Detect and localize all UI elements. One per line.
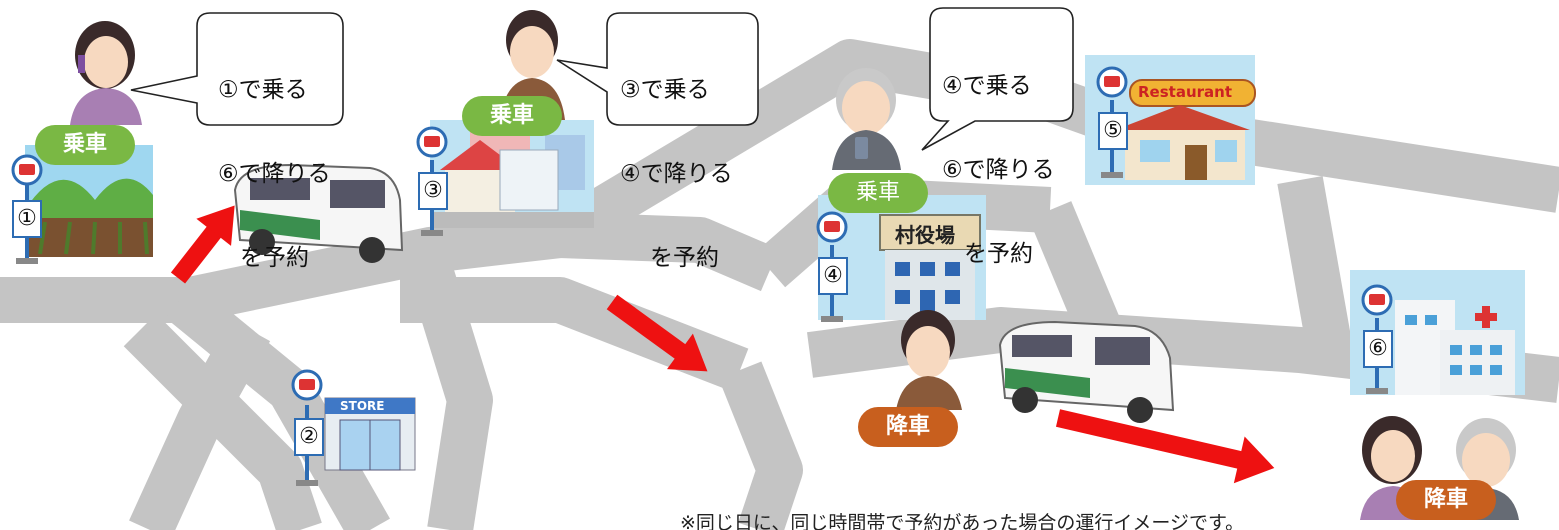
board-label-1: 乗車 — [35, 125, 135, 165]
arrow-right-bottom — [1055, 409, 1275, 484]
bubble-1 — [130, 12, 344, 126]
alight-label-2: 降車 — [1396, 480, 1496, 520]
stop-number-4: ④ — [818, 257, 848, 295]
road-left-lower — [123, 313, 322, 530]
bubble-1-text: ①で乗る ⑥で降りる を予約 — [218, 20, 331, 300]
bubble-3-line-1: ④で乗る — [942, 73, 1032, 99]
bubble-3 — [921, 7, 1074, 151]
person-3-elder-phone — [832, 68, 901, 170]
bus-1 — [233, 163, 404, 263]
stop-number-1: ① — [12, 200, 42, 238]
arrow-down-right-center — [606, 294, 708, 372]
arrow-up-right — [170, 205, 235, 284]
direction-arrows — [170, 205, 1275, 484]
road-hex-down — [718, 361, 803, 530]
bubble-1-line-3: を予約 — [240, 245, 309, 271]
bubble-3-line-2: ⑥で降りる — [942, 157, 1055, 183]
bubble-3-text: ④で乗る ⑥で降りる を予約 — [942, 16, 1055, 296]
bubble-2-text: ③で乗る ④で降りる を予約 — [620, 20, 733, 300]
footnote: ※同じ日に、同じ時間帯で予約があった場合の運行イメージです。 — [680, 512, 1245, 530]
stop-number-5: ⑤ — [1098, 112, 1128, 150]
road-right-mid — [1028, 201, 1122, 339]
bubble-3-line-3: を予約 — [964, 241, 1033, 267]
person-4-man-phone — [896, 310, 962, 410]
town-scene — [430, 120, 594, 228]
bubble-2-line-2: ④で降りる — [620, 161, 733, 187]
bubble-1-line-1: ①で乗る — [218, 77, 308, 103]
bubble-2-line-1: ③で乗る — [620, 77, 710, 103]
diagonal-road-left — [165, 282, 390, 530]
road-right-vertical — [1277, 176, 1353, 354]
board-label-3: 乗車 — [828, 173, 928, 213]
stop-number-3: ③ — [418, 172, 448, 210]
restaurant-sign: Restaurant — [1138, 83, 1232, 101]
stop-number-2: ② — [294, 418, 324, 456]
bubble-1-line-2: ⑥で降りる — [218, 161, 331, 187]
road-center-up — [559, 212, 780, 292]
alight-label-1: 降車 — [858, 407, 958, 447]
board-label-2: 乗車 — [462, 96, 562, 136]
person-1-woman-phone — [70, 21, 142, 125]
bubble-2 — [556, 12, 759, 126]
speech-bubbles — [130, 7, 1074, 151]
store-scene — [324, 397, 416, 471]
store-sign: STORE — [340, 399, 385, 413]
stop-number-6: ⑥ — [1363, 330, 1393, 368]
village-office-sign: 村役場 — [895, 223, 955, 247]
bus-2 — [998, 320, 1175, 423]
bubble-2-line-3: を予約 — [650, 245, 719, 271]
